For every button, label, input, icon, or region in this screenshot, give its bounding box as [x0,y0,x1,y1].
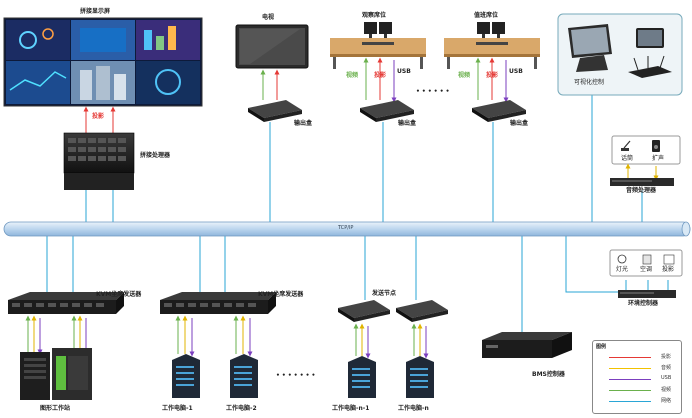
central-control-label: BMS控制器 [532,371,565,378]
bench-left-video-label: 视频 [346,72,359,79]
legend-label: 投影 [661,354,672,360]
audio-devices-panel [611,135,681,165]
splicer-label: 拼接处理器 [140,152,171,159]
workstation-2-label: 工作电脑-2 [226,405,257,412]
kvm-sender-2-device [160,292,276,314]
output-box-2-label: 输出盒 [398,120,417,127]
tv-label: 电视 [262,14,275,21]
display-wall-image [3,17,203,107]
legend-line [609,379,651,380]
legend-label: 视频 [661,387,672,393]
projection-label: 投影 [662,266,675,273]
bench-right-video-label: 视频 [458,72,471,79]
legend-line [609,390,651,391]
workstation-n1-label: 工作电脑-n-1 [332,405,370,412]
output-box-2-device [360,100,414,122]
audio-processor-label: 音频处理器 [626,187,657,194]
ellipsis-top: • • • • • • [416,88,450,95]
bench-right-usb-label: USB [509,68,523,75]
workstation-1-device [172,354,200,398]
network-bus [3,221,691,237]
mobile-control-label: 可视化控制 [574,79,605,86]
legend-line [609,401,651,402]
mobile-control-panel [557,13,683,96]
legend-item: 音频 [599,364,679,372]
speaker-label: 扩声 [652,155,665,162]
bench-left-label: 观察席位 [362,12,387,19]
mic-label: 话筒 [621,155,634,162]
env-controller-device [618,290,676,298]
kvm-sender-1-label: KVM坐席发送器 [96,291,142,298]
audio-processor-device [610,178,674,186]
env-controller-label: 环境控制器 [628,300,659,307]
legend-item: 网络 [599,397,679,405]
tv-image [235,24,309,69]
legend-item: 投影 [599,353,679,361]
workstation-n-label: 工作电脑-n [398,405,429,412]
legend-item: 视频 [599,386,679,394]
legend-box: 图例 投影 音频 USB 视频 网络 [592,340,682,414]
send-node-1-device [338,300,390,322]
output-box-3-device [472,100,526,122]
graphic-workstation-device [20,348,92,400]
workstation-1-label: 工作电脑-1 [162,405,193,412]
duty-desk-image [444,22,540,69]
kvm-sender-2-label: KVM坐席发送器 [258,291,304,298]
workstation-2-device [230,354,258,398]
legend-title: 图例 [596,344,607,350]
ellipsis-bottom: • • • • • • • [276,372,316,379]
legend-label: 网络 [661,398,672,404]
bench-left-usb-label: USB [397,68,411,75]
output-box-1-device [248,100,302,122]
output-box-3-label: 输出盒 [510,120,529,127]
output-box-1-label: 输出盒 [294,120,313,127]
network-links [46,95,643,332]
legend-line [609,357,651,358]
graphic-workstation-label: 图形工作站 [40,405,71,412]
send-node-2-device [396,300,448,322]
splicer-signal-label: 投影 [92,113,105,120]
env-devices-panel [609,249,683,277]
observation-desk-image [330,22,426,69]
legend-line [609,368,651,369]
workstation-n1-device [348,356,376,398]
bench-left-display-label: 投影 [374,72,387,79]
splicer-device [63,132,135,190]
legend-label: USB [661,375,672,381]
light-label: 灯光 [616,266,629,273]
send-node-label: 发送节点 [372,290,397,297]
bench-right-display-label: 投影 [486,72,499,79]
legend-label: 音频 [661,365,672,371]
central-control-device [482,332,572,358]
workstation-n-device [406,356,434,398]
kvm-sender-1-device [8,292,124,314]
legend-item: USB [599,375,679,383]
aircon-label: 空调 [640,266,653,273]
network-label: TCP/IP [338,225,354,231]
display-wall-label: 拼接显示屏 [80,8,111,15]
bench-right-label: 值班席位 [474,12,499,19]
